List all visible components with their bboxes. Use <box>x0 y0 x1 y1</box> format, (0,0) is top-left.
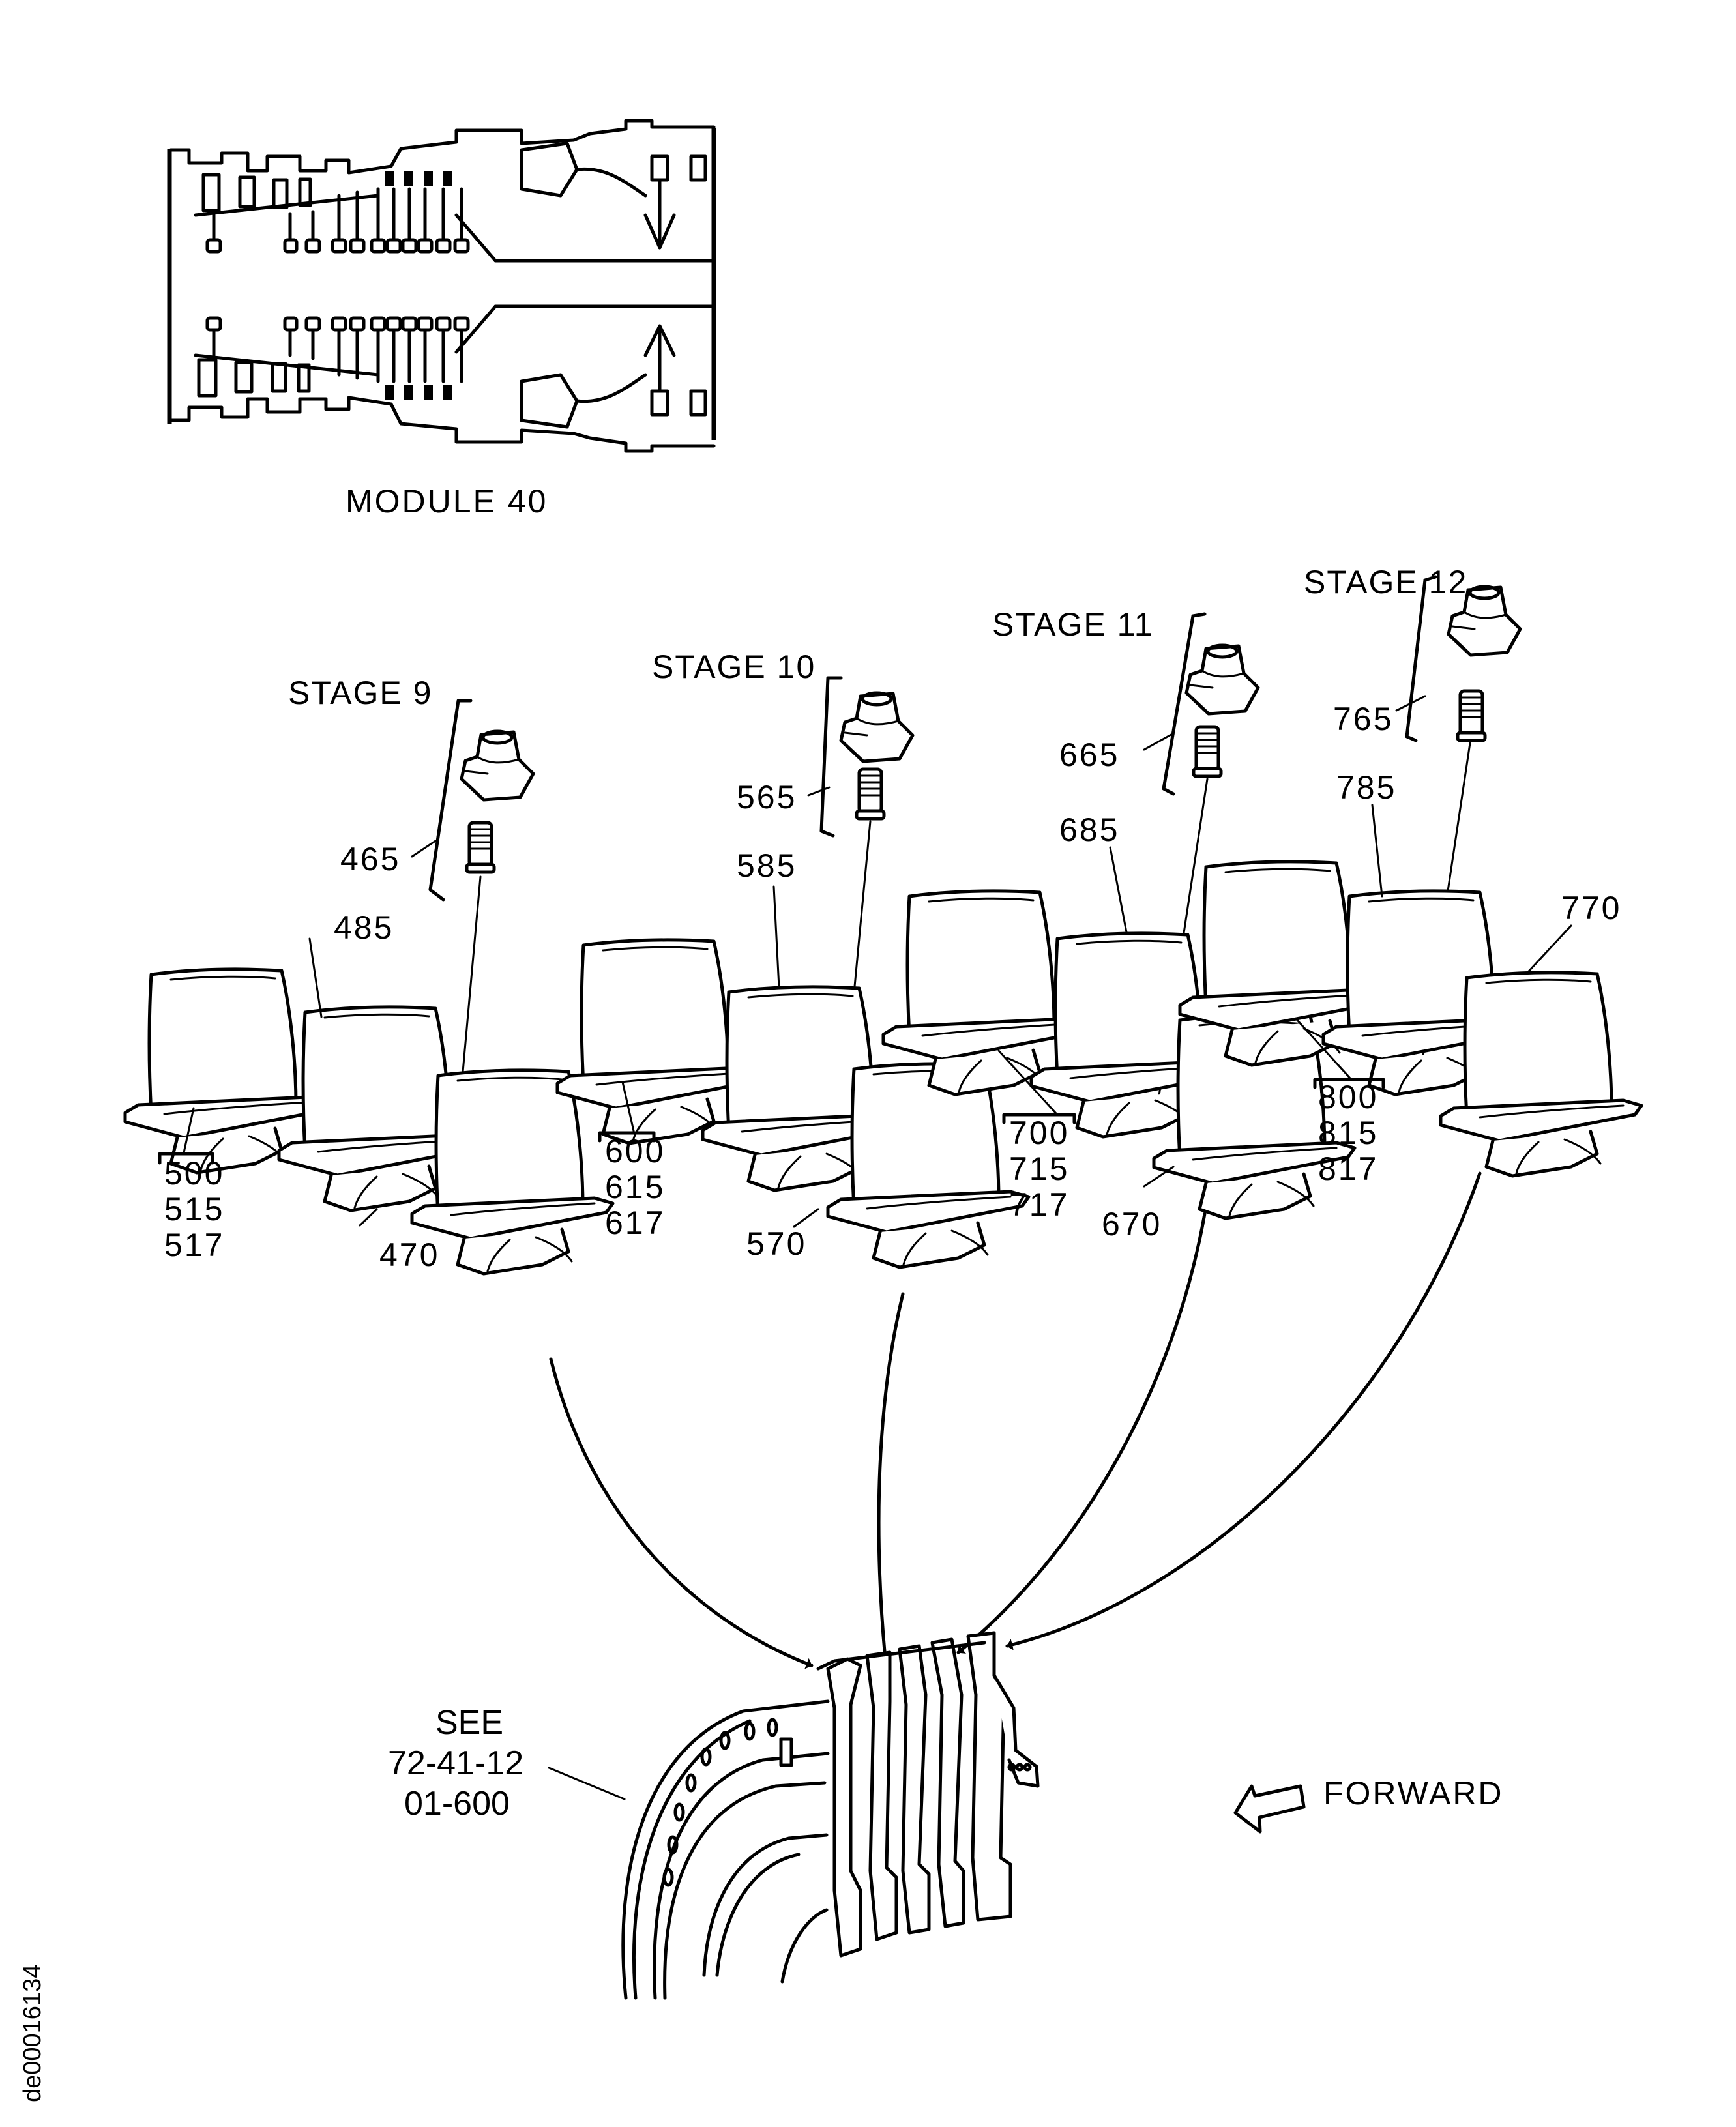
callout-785: 785 <box>1336 769 1396 806</box>
stage-11-bolt-icon <box>1194 727 1221 776</box>
stage-10-title: STAGE 10 <box>652 649 816 685</box>
stage-12-title: STAGE 12 <box>1304 564 1467 600</box>
callout-770: 770 <box>1561 890 1621 926</box>
stage-10-nut-icon <box>841 693 913 761</box>
callout-665: 665 <box>1059 737 1119 773</box>
callout-565: 565 <box>737 779 797 815</box>
install-arrow-stage-10 <box>877 1292 905 1661</box>
callout-515: 515 <box>164 1191 224 1227</box>
callout-700: 700 <box>1009 1115 1069 1151</box>
callout-585: 585 <box>737 847 797 884</box>
callout-685: 685 <box>1059 812 1119 848</box>
stage-10-bolt-icon <box>857 769 884 819</box>
stage-12-blade-icon <box>1441 973 1641 1176</box>
forward-indicator: FORWARD <box>1233 1775 1504 1834</box>
stage-12-group: STAGE 12 765 785 800 815 817 770 <box>1180 564 1641 1187</box>
callout-517: 517 <box>164 1227 224 1263</box>
callout-617: 617 <box>605 1205 665 1241</box>
installation-arrows <box>549 1171 1482 1669</box>
reference-note-line-3: 01-600 <box>404 1785 510 1823</box>
module-40-cross-section <box>167 119 716 453</box>
stage-10-hardware-bracket <box>819 676 843 838</box>
forward-arrow-icon <box>1233 1784 1306 1834</box>
install-arrow-stage-11 <box>956 1212 1207 1654</box>
install-arrow-stage-9 <box>549 1357 814 1669</box>
stage-10-blade-icon <box>828 1064 1029 1267</box>
stage-11-title: STAGE 11 <box>992 606 1154 643</box>
reference-note-line-1: SEE <box>435 1704 503 1742</box>
stage-9-group: STAGE 9 465 485 500 515 517 470 <box>125 675 613 1274</box>
callout-500: 500 <box>164 1155 224 1192</box>
callout-600: 600 <box>605 1133 665 1169</box>
reference-note: SEE 72-41-12 01-600 <box>388 1704 626 1823</box>
reference-note-line-2: 72-41-12 <box>388 1744 523 1782</box>
module-label: MODULE 40 <box>346 483 548 520</box>
callout-465: 465 <box>340 841 400 877</box>
callout-470: 470 <box>379 1237 439 1273</box>
stage-9-title: STAGE 9 <box>288 675 432 711</box>
stage-11-hardware-bracket <box>1162 612 1207 796</box>
stage-9-hardware-bracket <box>428 699 473 902</box>
callout-485: 485 <box>334 909 394 946</box>
forward-label: FORWARD <box>1323 1775 1504 1812</box>
stage-10-group: STAGE 10 565 585 600 615 617 570 <box>557 649 1029 1267</box>
stage-11-group: STAGE 11 665 685 700 715 717 670 <box>883 606 1355 1242</box>
rotor-disk-assembly <box>621 1631 1040 2000</box>
stage-9-nut-icon <box>462 731 533 800</box>
install-arrow-stage-12 <box>1005 1171 1482 1650</box>
stage-9-bolt-icon <box>467 823 494 872</box>
callout-570: 570 <box>746 1225 806 1262</box>
document-id: de00016134 <box>19 1965 46 2102</box>
callout-765: 765 <box>1333 701 1393 737</box>
callout-815: 815 <box>1318 1115 1378 1151</box>
callout-615: 615 <box>605 1169 665 1205</box>
callout-717: 717 <box>1009 1186 1069 1223</box>
stage-12-bolt-icon <box>1458 691 1485 741</box>
callout-817: 817 <box>1318 1151 1378 1187</box>
stage-12-hardware-bracket <box>1405 575 1437 742</box>
callout-715: 715 <box>1009 1151 1069 1187</box>
callout-800: 800 <box>1318 1079 1378 1115</box>
stage-11-nut-icon <box>1186 645 1258 714</box>
callout-670: 670 <box>1102 1206 1162 1242</box>
